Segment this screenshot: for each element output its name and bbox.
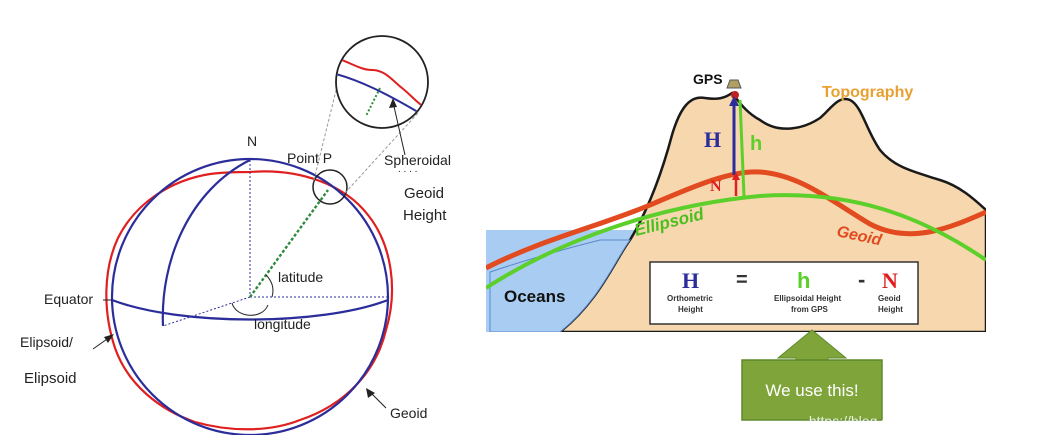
- point-p-marker: [312, 169, 348, 205]
- zoom-ellipsoid-curve: [337, 73, 427, 119]
- h-ortho-arrow-head: [729, 96, 739, 106]
- ellipsoid-label-line1: Elipsoid/: [20, 334, 73, 350]
- ellipsoid-curve: [486, 193, 986, 290]
- zoom-circle: [335, 35, 429, 129]
- meridian-arc: [161, 159, 251, 327]
- gps-receiver-icon: [726, 79, 742, 89]
- formula-minus: -: [858, 267, 865, 292]
- n-geoid-arrow-head: [732, 172, 740, 180]
- formula-H-desc-1: Orthometric: [667, 294, 713, 303]
- h-ellipsoidal-arrow: [738, 99, 746, 197]
- formula-N-desc-1: Geoid: [878, 294, 901, 303]
- ellipsoid-label-line2: Elipsoid: [24, 370, 77, 387]
- geoid-height-label-line2: Height: [403, 207, 447, 224]
- geoid-height-label-line1: Geoid: [404, 185, 444, 202]
- longitude-axis: [162, 296, 251, 327]
- latitude-angle-arc: [265, 274, 274, 298]
- geoid-pointer-head: [366, 388, 375, 398]
- spheroidal-pointer-head: [389, 98, 397, 108]
- gps-point-marker: [731, 91, 739, 99]
- north-label: N: [247, 133, 257, 149]
- latitude-label: latitude: [278, 269, 323, 285]
- formula-equals: =: [736, 269, 748, 291]
- oceans-label: Oceans: [504, 287, 565, 306]
- formula-H: H: [682, 268, 699, 293]
- geoid-outline: [105, 170, 394, 431]
- geoid-curve: [486, 169, 986, 271]
- equator-line: [111, 298, 389, 321]
- geoid-label: Geoid: [390, 405, 427, 421]
- callout-text: We use this!: [765, 381, 858, 400]
- formula-box: [649, 261, 919, 325]
- spheroidal-dots: . . . .: [398, 164, 417, 175]
- ellipsoid-pointer-head: [104, 334, 114, 343]
- point-p-label: Point P: [287, 150, 332, 166]
- h-ortho-symbol: H: [704, 127, 721, 152]
- spheroidal-label: Spheroidal: [384, 152, 451, 168]
- equator-label: Equator: [44, 291, 93, 307]
- h-ellipsoidal-symbol: h: [750, 133, 762, 155]
- zoom-geoid-curve: [337, 57, 427, 111]
- formula-h-desc-2: from GPS: [791, 305, 829, 314]
- formula-N-desc-2: Height: [878, 305, 903, 314]
- formula-N: N: [882, 268, 898, 293]
- n-geoid-symbol: N: [710, 178, 722, 195]
- spheroidal-pointer: [392, 101, 406, 156]
- longitude-label: longitude: [254, 316, 311, 332]
- longitude-angle-arc: [231, 302, 269, 316]
- topography-label: Topography: [822, 84, 913, 101]
- left-diagram: . . . . N Point P Spheroidal Geoid Heigh…: [20, 35, 451, 435]
- gps-label: GPS: [693, 71, 723, 87]
- zoom-height-line: [365, 87, 381, 117]
- radius-to-point-p: [249, 189, 329, 298]
- formula-h-desc-1: Ellipsoidal Height: [774, 294, 841, 303]
- right-diagram: GPS Topography H h N Ellipsoid Geoid Oce…: [486, 71, 986, 421]
- formula-H-desc-2: Height: [678, 305, 703, 314]
- callout-box: [741, 359, 883, 421]
- watermark-text: https://blog.csdn.net/orange_littlegirl: [808, 413, 1033, 429]
- formula-h: h: [797, 268, 810, 293]
- zoom-line-right: [344, 112, 419, 194]
